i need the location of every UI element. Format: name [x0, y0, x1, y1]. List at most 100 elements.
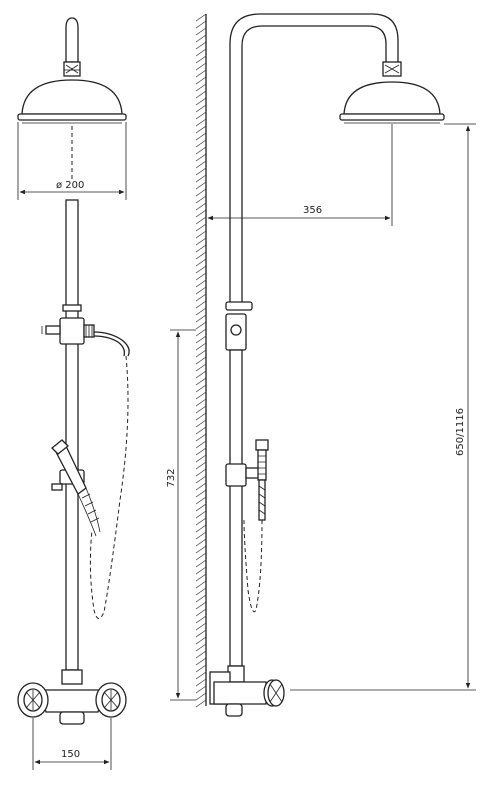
- wall-hatch-line: [195, 454, 207, 463]
- wall-hatch-line: [195, 230, 207, 239]
- wall-hatch-line: [195, 580, 207, 589]
- dim-head-diameter-label: ø 200: [56, 180, 84, 191]
- side-shower-head: [339, 81, 445, 124]
- wall-hatch-line: [195, 510, 207, 519]
- side-diverter: [225, 301, 253, 351]
- wall-hatch-line: [195, 41, 207, 50]
- dim-total-height-label: 650/1116: [455, 408, 466, 456]
- wall-hatch-line: [195, 286, 207, 295]
- wall-hatch-line: [195, 90, 207, 99]
- side-arm-inner: [241, 25, 387, 310]
- wall-hatch-line: [195, 433, 207, 442]
- wall-hatch-line: [195, 188, 207, 197]
- wall-hatch-line: [195, 545, 207, 554]
- front-hose-upper-outer: [93, 335, 126, 357]
- side-mixer: [209, 665, 285, 717]
- wall-hatch-line: [195, 664, 207, 673]
- wall-hatch-line: [195, 412, 207, 421]
- wall-hatch-line: [195, 419, 207, 428]
- wall-hatch-line: [195, 76, 207, 85]
- wall-hatch-line: [195, 293, 207, 302]
- wall-hatch-line: [195, 552, 207, 561]
- wall-hatch-line: [195, 615, 207, 624]
- wall-hatch-line: [195, 349, 207, 358]
- wall-hatch-line: [195, 244, 207, 253]
- dim-head-diameter: ø 200: [17, 122, 127, 200]
- wall-hatch-line: [195, 300, 207, 309]
- wall-hatch-line: [195, 356, 207, 365]
- front-hose-upper: [93, 331, 130, 357]
- dim-mixer-width-label: 150: [61, 749, 80, 760]
- wall-hatch-line: [195, 636, 207, 645]
- wall-hatch-line: [195, 167, 207, 176]
- wall-hatch-line: [195, 573, 207, 582]
- wall-hatch-line: [195, 125, 207, 134]
- wall-hatch-line: [195, 398, 207, 407]
- wall-hatch-line: [195, 685, 207, 694]
- dim-arm-reach: 356: [207, 124, 393, 226]
- wall-hatch-line: [195, 13, 207, 22]
- wall-hatch-line: [195, 55, 207, 64]
- dim-total-height: 650/1116: [290, 123, 476, 691]
- side-arm-outer: [229, 13, 399, 310]
- wall-hatch-line: [195, 209, 207, 218]
- wall-hatch-line: [195, 265, 207, 274]
- front-top-riser: [65, 17, 79, 63]
- wall-hatch-line: [195, 181, 207, 190]
- wall-hatch-line: [195, 468, 207, 477]
- wall-hatch-line: [195, 279, 207, 288]
- side-main-pipe: [229, 349, 243, 667]
- wall-hatch-line: [195, 160, 207, 169]
- wall-hatch-line: [195, 237, 207, 246]
- wall-hatch-line: [195, 335, 207, 344]
- wall-hatch-line: [195, 391, 207, 400]
- wall-hatch-line: [195, 594, 207, 603]
- wall-hatch-line: [195, 153, 207, 162]
- wall-hatch-line: [195, 559, 207, 568]
- wall-hatch-line: [195, 328, 207, 337]
- wall-hatch-line: [195, 104, 207, 113]
- wall-hatch-line: [195, 34, 207, 43]
- wall-hatch-line: [195, 622, 207, 631]
- wall-hatch-line: [195, 384, 207, 393]
- wall-hatch-line: [195, 146, 207, 155]
- wall-hatch-line: [195, 132, 207, 141]
- wall-hatch-line: [195, 363, 207, 372]
- wall-hatch-line: [195, 503, 207, 512]
- shower-head-icon: [17, 79, 127, 124]
- wall-hatch-line: [195, 118, 207, 127]
- wall-hatch-line: [195, 699, 207, 708]
- wall-hatch-line: [195, 692, 207, 701]
- wall-hatch-line: [195, 48, 207, 57]
- wall-hatch-line: [195, 370, 207, 379]
- wall-hatch-line: [195, 307, 207, 316]
- wall-hatch-line: [195, 139, 207, 148]
- wall-hatch-line: [195, 650, 207, 659]
- wall-hatch-line: [195, 629, 207, 638]
- wall-hatch-line: [195, 531, 207, 540]
- dim-bar-height-label: 732: [166, 468, 177, 487]
- wall-hatch-line: [195, 601, 207, 610]
- wall-hatch-line: [195, 321, 207, 330]
- front-diverter: [41, 304, 95, 345]
- wall-hatch-line: [195, 517, 207, 526]
- wall-hatch-line: [195, 566, 207, 575]
- dim-arm-reach-label: 356: [303, 205, 322, 216]
- wall-hatch-line: [195, 174, 207, 183]
- wall-hatch-line: [195, 608, 207, 617]
- side-hand-shower: [255, 439, 269, 521]
- wall-hatch-line: [195, 524, 207, 533]
- wall-hatch-line: [195, 202, 207, 211]
- wall-hatch-line: [195, 83, 207, 92]
- wall-hatch-line: [195, 223, 207, 232]
- wall-hatch-line: [195, 671, 207, 680]
- wall-hatch-line: [195, 216, 207, 225]
- dim-bar-height: 732: [166, 329, 196, 701]
- wall-hatch-line: [195, 538, 207, 547]
- wall-hatch-line: [195, 342, 207, 351]
- wall-hatch-line: [195, 657, 207, 666]
- wall-hatch-line: [195, 587, 207, 596]
- mixer-icon: [17, 669, 127, 725]
